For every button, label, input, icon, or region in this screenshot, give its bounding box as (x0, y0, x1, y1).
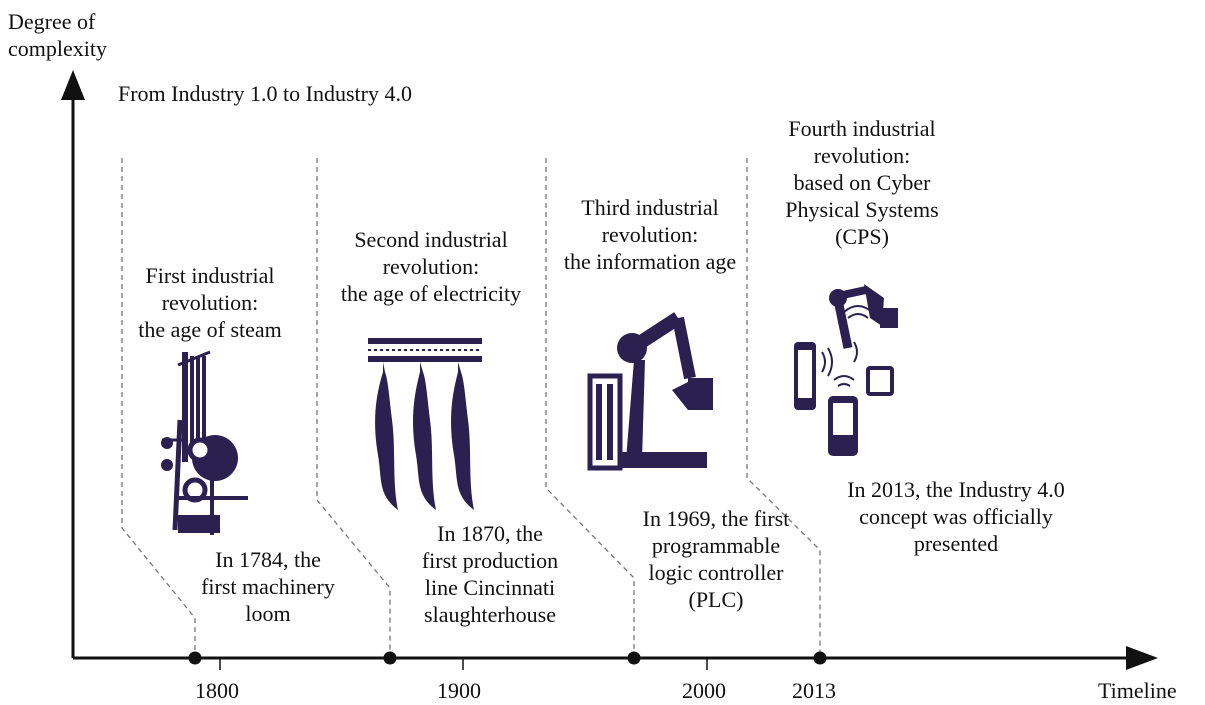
revolution-2-event: In 1870, the first production line Cinci… (400, 520, 580, 628)
y-axis-label-line: Degree of (8, 9, 96, 34)
y-axis-label-line: complexity (8, 36, 107, 61)
heading-line: revolution: (813, 143, 911, 168)
revolution-1-heading: First industrial revolution: the age of … (120, 262, 300, 343)
event-dot-2013 (813, 651, 827, 665)
event-line: first machinery (201, 574, 335, 599)
heading-line: revolution: (161, 290, 259, 315)
event-dot-1784 (188, 651, 202, 665)
event-line: logic controller (648, 560, 784, 585)
y-axis-arrow (61, 70, 85, 100)
event-line: (PLC) (688, 587, 744, 612)
event-line: In 1870, the (437, 521, 543, 546)
heading-line: the information age (563, 249, 737, 274)
diagram-title: From Industry 1.0 to Industry 4.0 (118, 81, 412, 106)
event-line: first production (421, 548, 559, 573)
event-line: presented (913, 531, 999, 556)
heading-line: the age of steam (138, 317, 282, 342)
tick-label-1800: 1800 (195, 678, 239, 703)
cps-devices-icon (794, 284, 898, 456)
connector-third (545, 158, 635, 658)
y-axis-label: Degree of complexity (8, 8, 107, 62)
heading-line: Second industrial (354, 227, 508, 252)
revolution-4-heading: Fourth industrial revolution: based on C… (752, 115, 972, 250)
x-axis-arrow (1126, 646, 1158, 670)
connector-fourth (746, 158, 821, 658)
x-axis-label: Timeline (1098, 678, 1177, 703)
heading-line: (CPS) (835, 224, 889, 249)
robot-arm-icon (587, 312, 713, 471)
event-line: In 1784, the (215, 547, 321, 572)
revolution-3-event: In 1969, the first programmable logic co… (618, 505, 814, 613)
revolution-4-event: In 2013, the Industry 4.0 concept was of… (808, 476, 1104, 557)
event-line: line Cincinnati (424, 575, 556, 600)
loom-icon (161, 350, 248, 535)
event-dot-1870 (383, 651, 397, 665)
heading-line: Physical Systems (785, 197, 939, 222)
tick-label-2013: 2013 (792, 678, 836, 703)
event-line: In 2013, the Industry 4.0 (847, 477, 1065, 502)
heading-line: Fourth industrial (788, 116, 936, 141)
heading-line: First industrial (145, 263, 275, 288)
event-line: concept was officially (859, 504, 1053, 529)
event-line: In 1969, the first (642, 506, 790, 531)
connector-first (121, 158, 196, 658)
heading-line: based on Cyber (793, 170, 931, 195)
revolution-3-heading: Third industrial revolution: the informa… (540, 194, 760, 275)
event-line: slaughterhouse (424, 602, 556, 627)
heading-line: revolution: (601, 222, 699, 247)
tick-label-2000: 2000 (682, 678, 726, 703)
event-line: loom (245, 601, 291, 626)
heading-line: the age of electricity (340, 281, 522, 306)
event-line: programmable (651, 533, 781, 558)
revolution-1-event: In 1784, the first machinery loom (178, 546, 358, 627)
tick-label-1900: 1900 (437, 678, 481, 703)
heading-line: Third industrial (581, 195, 719, 220)
connector-second (316, 158, 391, 658)
heading-line: revolution: (382, 254, 480, 279)
event-dot-1969 (627, 651, 641, 665)
slaughterhouse-line-icon (368, 338, 482, 510)
revolution-2-heading: Second industrial revolution: the age of… (316, 226, 546, 307)
